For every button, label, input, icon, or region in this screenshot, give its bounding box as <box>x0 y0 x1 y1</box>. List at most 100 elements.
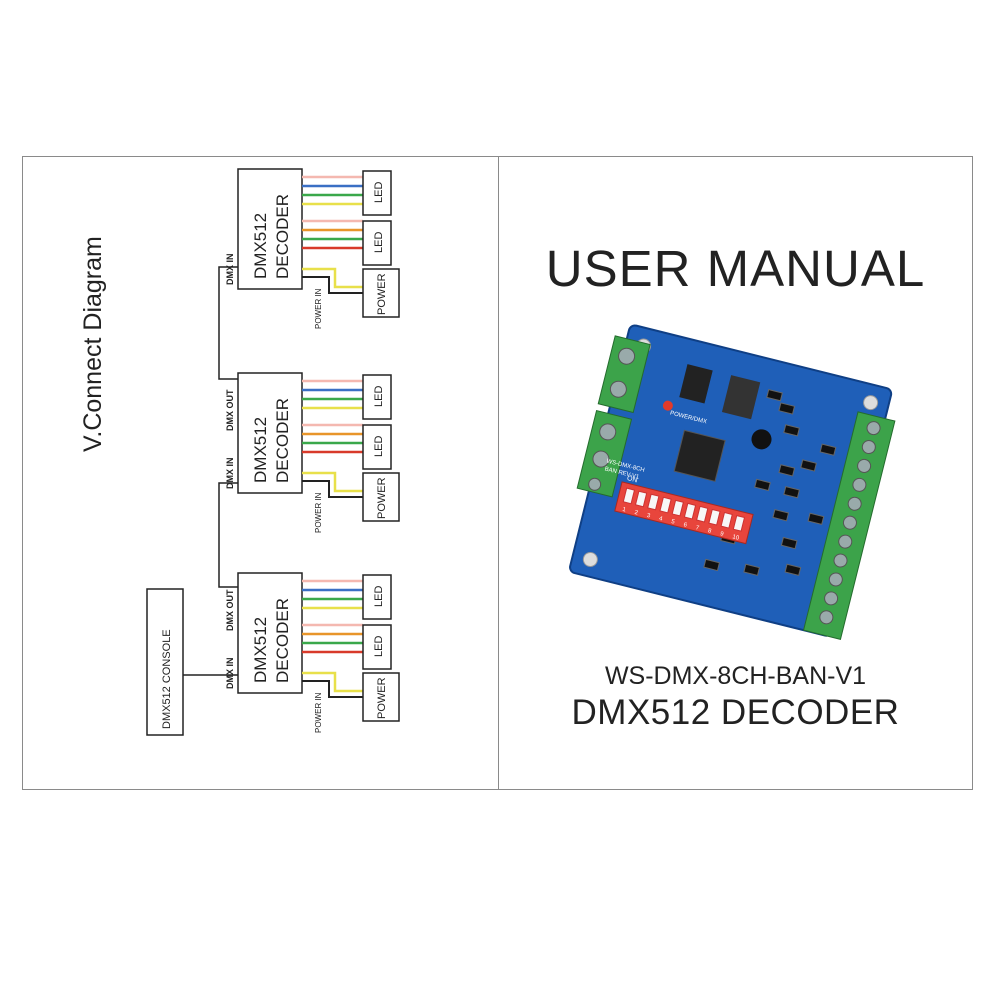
dmx-transceiver-chip <box>679 364 713 404</box>
terminal-screw <box>847 496 862 511</box>
decoder-label-line2: DECODER <box>273 194 292 279</box>
terminal-screw <box>861 440 876 455</box>
power-wire <box>302 680 363 698</box>
dmx-in-label: DMX IN <box>225 658 235 690</box>
led-box <box>362 220 392 266</box>
smd-component <box>766 388 783 402</box>
led-label: LED <box>373 232 385 253</box>
dip-lever <box>647 493 660 511</box>
smd-component <box>778 402 796 415</box>
dip-lever <box>732 514 746 532</box>
decoder-box <box>237 372 303 494</box>
dmx-in-label: DMX IN <box>225 458 235 490</box>
dip-number: 7 <box>695 525 700 532</box>
dip-lever <box>696 505 709 523</box>
smd-component <box>703 558 720 572</box>
decoder-label-line2: DECODER <box>273 398 292 483</box>
dmx-link-line <box>218 266 238 380</box>
led-box <box>362 170 392 216</box>
diagram-title: V.Connect Diagram <box>79 236 107 452</box>
led-label: LED <box>373 182 385 203</box>
power-led <box>662 400 673 411</box>
led-box <box>362 624 392 670</box>
dmx-in-label: DMX IN <box>225 254 235 286</box>
dip-number: 6 <box>683 522 688 529</box>
model-number: WS-DMX-8CH-BAN-V1 <box>604 662 867 690</box>
led-box <box>362 574 392 620</box>
dip-lever <box>659 496 672 514</box>
power-in-label: POWER IN <box>314 692 323 733</box>
dip-number: 1 <box>622 507 627 514</box>
smd-component <box>807 512 825 526</box>
smd-component <box>819 443 837 456</box>
dip-number: 8 <box>707 528 712 535</box>
console-box <box>146 588 184 736</box>
microcontroller-chip <box>673 429 726 482</box>
dip-number: 9 <box>719 531 724 538</box>
power-wire <box>302 671 363 693</box>
dip-lever <box>683 502 697 520</box>
smd-component <box>784 563 802 576</box>
led-label: LED <box>373 636 385 657</box>
product-name: DMX512 DECODER <box>571 693 900 732</box>
terminal-screw <box>838 534 853 549</box>
terminal-screw <box>857 458 872 473</box>
decoder-label-line1: DMX512 <box>251 617 270 683</box>
dip-number: 5 <box>671 519 676 526</box>
terminal-screw <box>842 515 857 530</box>
power-label: POWER <box>376 677 388 719</box>
dip-lever <box>622 487 636 505</box>
smd-component <box>772 509 790 522</box>
dip-lever <box>671 499 684 517</box>
smd-component <box>778 464 796 477</box>
terminal-screw <box>819 610 834 625</box>
decoder-label-line2: DECODER <box>273 598 292 683</box>
decoder-label-line1: DMX512 <box>251 417 270 483</box>
terminal-screw <box>824 591 839 606</box>
dip-number: 3 <box>646 513 651 520</box>
terminal-screw <box>833 553 848 568</box>
smd-component <box>783 424 800 437</box>
manual-title: USER MANUAL <box>545 240 926 297</box>
dip-switch <box>614 481 754 545</box>
dip-on-label: ON <box>626 475 638 484</box>
dip-number: 10 <box>732 534 741 542</box>
smd-component <box>783 485 800 499</box>
power-in-label: POWER IN <box>314 492 323 533</box>
terminal-screw <box>852 477 867 492</box>
smd-component <box>743 563 761 576</box>
dip-number: 4 <box>658 516 663 523</box>
led-label: LED <box>373 586 385 607</box>
smd-component <box>780 536 798 550</box>
power-label: POWER <box>376 477 388 519</box>
decoder-box <box>237 572 303 694</box>
power-label: POWER <box>376 273 388 315</box>
led-box <box>362 374 392 420</box>
power-in-label: POWER IN <box>314 288 323 329</box>
power-box <box>362 268 400 318</box>
terminal-screw <box>828 572 843 587</box>
dmx-out-label: DMX OUT <box>225 389 235 431</box>
led-box <box>362 424 392 470</box>
power-box <box>362 472 400 522</box>
console-label: DMX512 CONSOLE <box>161 629 173 729</box>
smd-component <box>754 478 771 492</box>
led-label: LED <box>373 386 385 407</box>
decoder-label-line1: DMX512 <box>251 213 270 279</box>
power-wire <box>302 471 363 493</box>
dip-number: 2 <box>634 510 639 517</box>
led-label: LED <box>373 436 385 457</box>
cover-panel: USER MANUAL <box>498 156 973 790</box>
power-wire <box>302 480 363 498</box>
power-wire <box>302 276 363 294</box>
decoder-box <box>237 168 303 290</box>
dip-lever <box>634 490 648 508</box>
smd-component <box>800 459 817 472</box>
dmx-out-label: DMX OUT <box>225 589 235 631</box>
dip-lever <box>720 511 733 529</box>
dmx-link-line <box>218 482 238 588</box>
